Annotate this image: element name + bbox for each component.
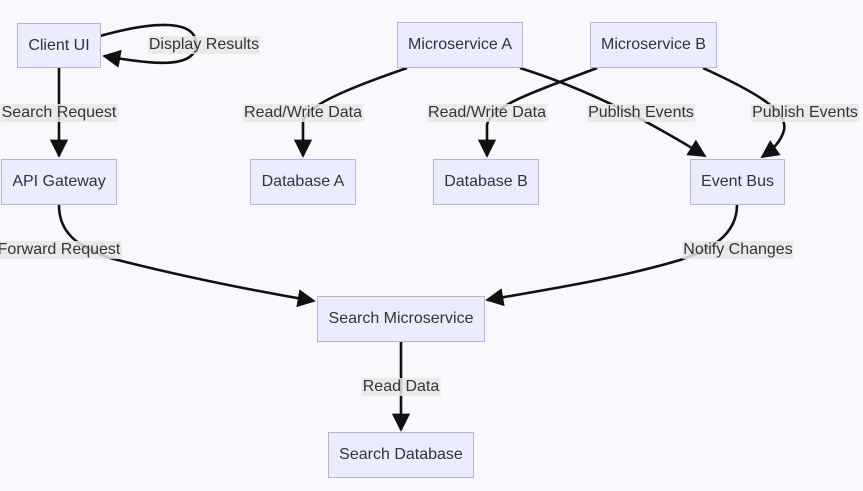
edge-read-write-b [477,66,598,158]
node-client-ui: Client UI [17,23,101,68]
node-search-database: Search Database [328,432,474,478]
node-search-microservice: Search Microservice [317,296,485,342]
label-search-request: Search Request [0,104,118,122]
label-notify-changes: Notify Changes [682,241,794,259]
node-microservice-b: Microservice B [590,22,717,68]
label-display-results: Display Results [147,36,261,54]
label-publish-events-b: Publish Events [751,104,859,122]
edge-forward-request [57,204,316,308]
node-database-a: Database A [250,159,356,205]
node-event-bus: Event Bus [690,159,785,205]
edge-publish-events-b [702,66,786,159]
node-database-b: Database B [433,159,539,205]
label-read-write-b: Read/Write Data [427,104,547,122]
edge-notify-changes [485,204,739,307]
label-read-data: Read Data [361,378,441,396]
label-read-write-a: Read/Write Data [243,104,363,122]
label-forward-request: Forward Request [0,241,122,259]
node-microservice-a: Microservice A [397,22,523,68]
label-publish-events-a: Publish Events [587,104,695,122]
node-api-gateway: API Gateway [1,159,117,205]
